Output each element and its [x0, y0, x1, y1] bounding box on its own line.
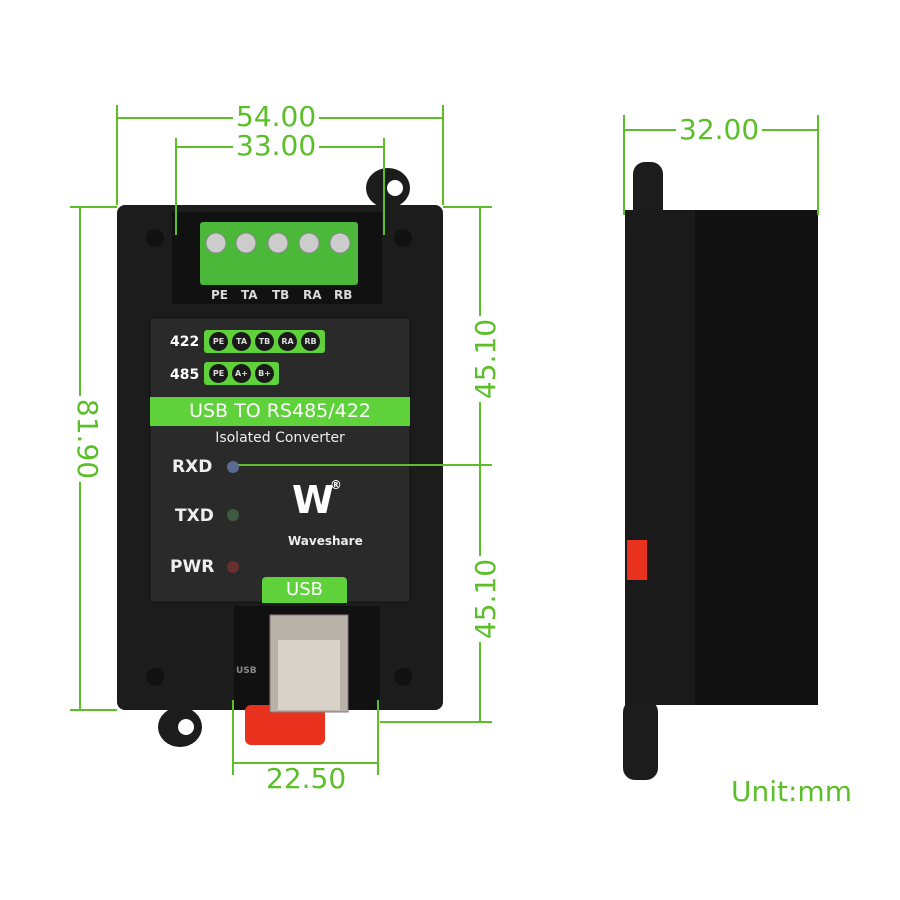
terminal-label: RB — [334, 288, 353, 302]
pins-485: PE A+ B+ — [204, 362, 279, 385]
pin: RA — [278, 332, 297, 351]
terminal-label: RA — [303, 288, 322, 302]
dim-terminal-width: 33.00 — [233, 132, 320, 160]
dim-height-total: 81.90 — [71, 395, 104, 483]
pin: A+ — [232, 364, 251, 383]
pin: PE — [209, 332, 228, 351]
side-view — [623, 162, 818, 780]
unit-label: Unit:mm — [728, 778, 855, 806]
pin: PE — [209, 364, 228, 383]
brand-name: Waveshare — [288, 534, 363, 548]
row-422-label: 422 — [170, 334, 200, 350]
row-485-label: 485 — [170, 367, 200, 383]
pin: TA — [232, 332, 251, 351]
pins-422: PE TA TB RA RB — [204, 330, 325, 353]
pin: TB — [255, 332, 274, 351]
terminal-label: TA — [241, 288, 258, 302]
led-label-pwr: PWR — [170, 557, 215, 577]
pin: B+ — [255, 364, 274, 383]
dim-usb-width: 22.50 — [263, 765, 350, 793]
txd-led — [227, 509, 239, 521]
product-title: USB TO RS485/422 — [150, 397, 410, 426]
product-subtitle: Isolated Converter — [215, 430, 345, 446]
usb-label: USB — [262, 577, 347, 603]
led-label-txd: TXD — [175, 506, 214, 526]
dim-height-lower: 45.10 — [469, 555, 502, 643]
pin: RB — [301, 332, 320, 351]
pwr-led — [227, 561, 239, 573]
dim-width-total: 54.00 — [233, 103, 320, 131]
dim-depth: 32.00 — [676, 116, 763, 144]
usb-port-label: USB — [236, 666, 257, 676]
terminal-label: TB — [272, 288, 290, 302]
rxd-led — [227, 461, 239, 473]
dim-height-upper: 45.10 — [469, 315, 502, 403]
terminal-label: PE — [211, 288, 228, 302]
waveshare-logo-icon: W® — [292, 478, 342, 522]
led-label-rxd: RXD — [172, 457, 213, 477]
front-view — [117, 168, 443, 747]
